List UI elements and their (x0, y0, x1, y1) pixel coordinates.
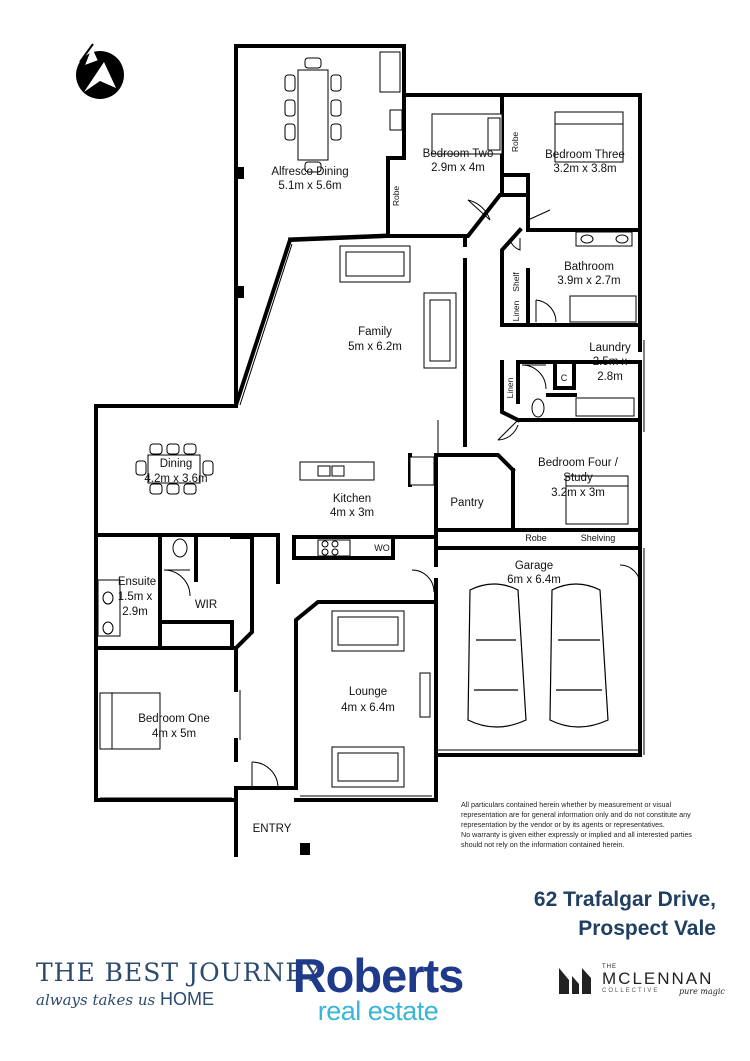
alfresco-name: Alfresco Dining (271, 166, 348, 178)
journey-tagline-text: always takes us (36, 991, 156, 1009)
ensuite-size-2: 2.9m (122, 606, 148, 618)
kitchen-name: Kitchen (333, 493, 371, 505)
windows (100, 233, 645, 799)
small-labels: Robe Robe Robe Shelving Shelf Linen Line… (374, 132, 615, 553)
room-labels: Alfresco Dining 5.1m x 5.6m Bedroom Two … (118, 148, 631, 835)
laundry-size-2: 2.8m (597, 371, 623, 383)
family-name: Family (358, 326, 392, 338)
alfresco-size: 5.1m x 5.6m (278, 180, 341, 192)
dining-name: Dining (160, 458, 193, 470)
wir-name: WIR (195, 599, 217, 611)
mclennan-script: pure magic (679, 987, 725, 996)
disclaimer-line: should not rely on the information conta… (461, 840, 625, 849)
entry-label: ENTRY (253, 823, 292, 835)
shelving-label: Shelving (581, 533, 616, 543)
laundry-size-1: 2.5m x (593, 356, 628, 368)
property-address: 62 Trafalgar Drive, Prospect Vale (534, 885, 716, 943)
mclennan-logo: THE MCLENNAN COLLECTIVE pure magic (557, 962, 727, 1002)
bathroom-name: Bathroom (564, 261, 614, 273)
disclaimer-line: All particulars contained herein whether… (461, 800, 672, 809)
mclennan-the: THE (602, 964, 617, 970)
garage-name: Garage (515, 560, 553, 572)
wo-label: WO (374, 543, 390, 553)
bed-two-name: Bedroom Two (423, 148, 494, 160)
doors (163, 199, 641, 789)
posts (234, 167, 310, 855)
bed-four-name-2: Study (563, 472, 593, 484)
lounge-size: 4m x 6.4m (341, 702, 395, 714)
beds (99, 111, 629, 750)
robe-bed-four-label: Robe (525, 533, 547, 543)
pantry-name: Pantry (450, 497, 483, 509)
fixtures (97, 231, 637, 637)
bed-three-size: 3.2m x 3.8m (553, 163, 616, 175)
best-journey-logo: THE BEST JOURNEY always takes us HOME (36, 958, 323, 1010)
disclaimer-line: No warranty is given either expressly or… (461, 830, 692, 839)
bed-three-name: Bedroom Three (545, 149, 625, 161)
linen-bath-label: Linen (511, 300, 521, 321)
family-size: 5m x 6.2m (348, 341, 402, 353)
bed-one-size: 4m x 5m (152, 728, 196, 740)
robe-bed-two-label: Robe (391, 186, 401, 207)
roberts-logo: Roberts real estate (278, 949, 478, 1026)
sofas (331, 245, 457, 788)
roberts-subtitle: real estate (317, 996, 439, 1026)
kitchen-size: 4m x 3m (330, 507, 374, 519)
mclennan-collective: COLLECTIVE (602, 988, 660, 994)
walls (94, 44, 642, 857)
disclaimer: All particulars contained herein whether… (461, 800, 731, 850)
journey-tagline: always takes us HOME (36, 989, 236, 1010)
north-arrow-icon (76, 43, 124, 99)
address-line-1: 62 Trafalgar Drive, (533, 888, 716, 911)
address-line-2: Prospect Vale (578, 917, 716, 940)
disclaimer-line: representation by the vendor or by its a… (461, 820, 665, 829)
shelf-label: Shelf (511, 272, 521, 292)
lounge-name: Lounge (349, 686, 387, 698)
mclennan-mark-icon (559, 968, 591, 994)
bathroom-size: 3.9m x 2.7m (557, 275, 620, 287)
garage-size: 6m x 6.4m (507, 574, 561, 586)
ensuite-name: Ensuite (118, 576, 156, 588)
cupboard-label: C (561, 373, 568, 383)
bed-four-size: 3.2m x 3m (551, 487, 605, 499)
floor-plan: Alfresco Dining 5.1m x 5.6m Bedroom Two … (76, 43, 645, 857)
linen-laundry-label: Linen (505, 377, 515, 398)
robe-bed-three-label: Robe (510, 132, 520, 153)
laundry-name: Laundry (589, 342, 631, 354)
ensuite-size-1: 1.5m x (118, 591, 153, 603)
dining-size: 4.2m x 3.6m (144, 473, 207, 485)
bed-one-name: Bedroom One (138, 713, 210, 725)
bbq (379, 51, 403, 131)
bed-two-size: 2.9m x 4m (431, 162, 485, 174)
cars (467, 583, 609, 728)
journey-title: THE BEST JOURNEY (36, 958, 323, 987)
dining-table (135, 443, 214, 495)
mclennan-name: MCLENNAN (602, 969, 714, 988)
bed-four-name-1: Bedroom Four / (538, 457, 619, 469)
journey-home-text: HOME (160, 989, 215, 1009)
roberts-name: Roberts (292, 949, 465, 1002)
alfresco-table (284, 57, 342, 173)
disclaimer-line: representation are for general informati… (461, 810, 691, 819)
